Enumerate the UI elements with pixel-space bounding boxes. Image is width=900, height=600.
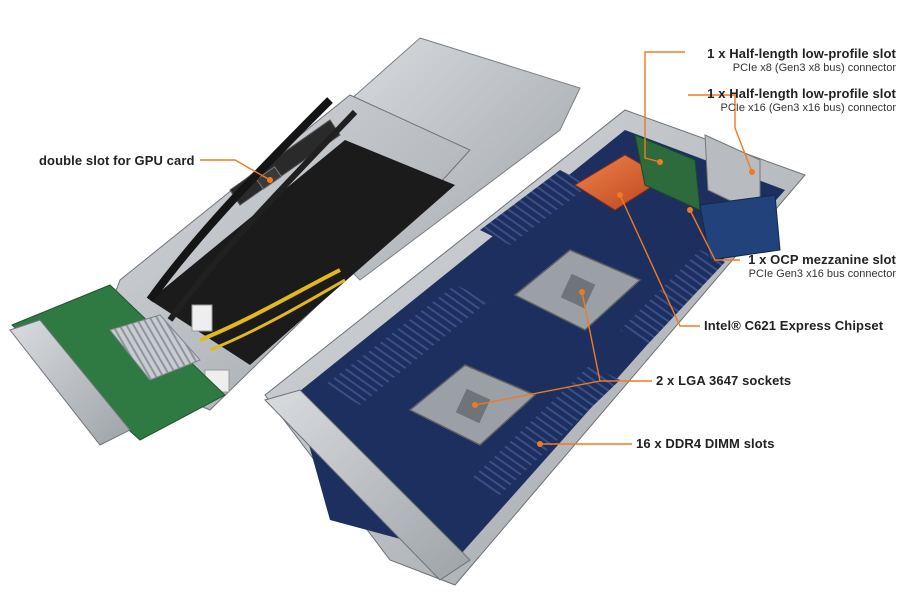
power-connector xyxy=(191,304,213,332)
callout-pcie-x8-slot: 1 x Half-length low-profile slot PCIe x8… xyxy=(707,46,896,74)
sled-front-bracket xyxy=(264,389,471,581)
callout-cpu-sockets: 2 x LGA 3647 sockets xyxy=(656,373,791,388)
pcie-x8-slot xyxy=(634,134,701,211)
callout-gpu-title: double slot for GPU card xyxy=(39,153,195,168)
leader-dot-gpu xyxy=(267,177,273,183)
callout-pcie-x16-slot: 1 x Half-length low-profile slot PCIe x1… xyxy=(707,86,896,114)
leader-dot-dimm xyxy=(537,441,543,447)
power-cable xyxy=(209,278,346,352)
cpu-socket-center xyxy=(560,273,596,309)
callout-chipset: Intel® C621 Express Chipset xyxy=(704,318,883,333)
leader-dot-chipset xyxy=(617,192,623,198)
power-cable xyxy=(199,268,341,342)
dimm-bank xyxy=(470,365,620,495)
leader-lines xyxy=(200,51,755,447)
leader-dot-socket-2 xyxy=(472,402,478,408)
dimm-bank xyxy=(325,285,490,405)
leader-dot-socket-1 xyxy=(579,289,585,295)
gpu-riser-tray xyxy=(9,37,581,446)
ocp-mezzanine-slot xyxy=(699,194,781,261)
leader-chipset xyxy=(619,194,700,327)
callout-pcie-x16-sub: PCIe x16 (Gen3 x16 bus) connector xyxy=(720,102,896,114)
motherboard-sled xyxy=(264,109,806,586)
leader-gpu xyxy=(200,159,271,181)
callout-sockets-title: 2 x LGA 3647 sockets xyxy=(656,373,792,388)
leader-sockets-2 xyxy=(474,380,601,406)
callout-gpu-slot: double slot for GPU card xyxy=(39,153,195,168)
insulation-sheet xyxy=(150,140,455,365)
callout-pcie-x8-title: 1 x Half-length low-profile slot xyxy=(707,46,896,61)
callout-dimm-title: 16 x DDR4 DIMM slots xyxy=(636,436,775,451)
riser-cable xyxy=(167,109,358,322)
riser-cable xyxy=(146,97,333,303)
callout-ocp-sub: PCIe Gen3 x16 bus connector xyxy=(748,268,896,280)
leader-ocp xyxy=(689,209,740,261)
callout-ocp-slot: 1 x OCP mezzanine slot PCIe Gen3 x16 bus… xyxy=(748,252,896,280)
leader-dot-ocp xyxy=(687,207,693,213)
callout-ocp-title: 1 x OCP mezzanine slot xyxy=(748,252,896,267)
motherboard xyxy=(295,130,785,555)
front-bracket xyxy=(9,319,131,446)
board-heatsink xyxy=(109,314,201,381)
callout-pcie-x16-title: 1 x Half-length low-profile slot xyxy=(707,86,896,101)
callout-pcie-x8-sub: PCIe x8 (Gen3 x8 bus) connector xyxy=(732,62,896,74)
dimm-bank xyxy=(620,250,725,344)
callout-chipset-title: Intel® C621 Express Chipset xyxy=(704,318,884,333)
dimm-bank xyxy=(480,170,590,245)
leader-pcie-x16 xyxy=(688,94,753,173)
leader-dot-pcie-x8 xyxy=(657,159,663,165)
callout-dimm-slots: 16 x DDR4 DIMM slots xyxy=(636,436,775,451)
leader-pcie-x8 xyxy=(644,51,685,163)
leader-dot-pcie-x16 xyxy=(749,169,755,175)
